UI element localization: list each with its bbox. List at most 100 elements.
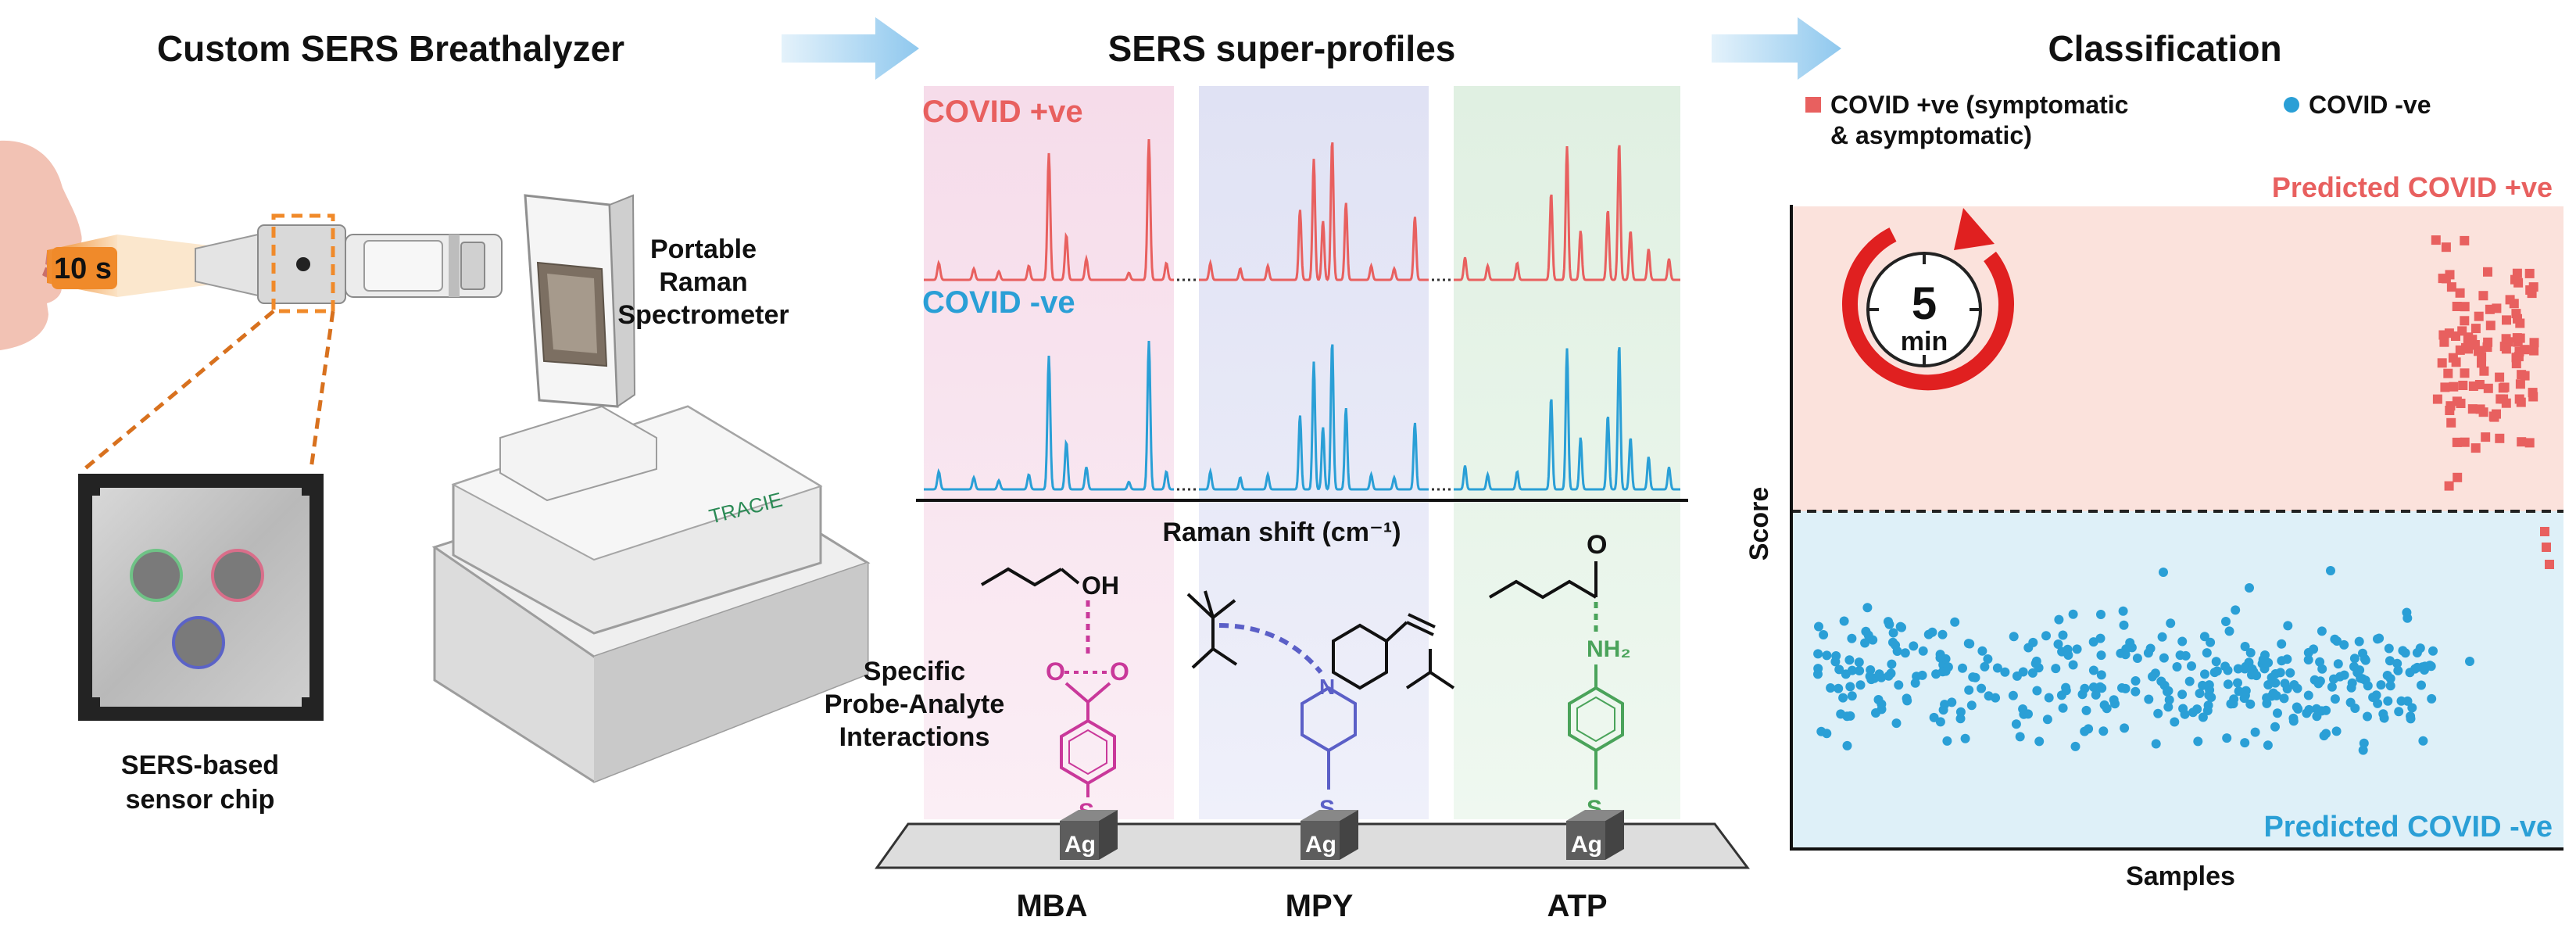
positive-point bbox=[2479, 366, 2489, 376]
negative-point bbox=[2091, 689, 2101, 700]
negative-point bbox=[1943, 662, 1953, 672]
negative-point bbox=[2396, 696, 2406, 706]
negative-point bbox=[2199, 632, 2209, 642]
negative-point bbox=[2327, 682, 2337, 692]
negative-point bbox=[1980, 661, 1990, 672]
negative-point bbox=[2273, 708, 2282, 718]
positive-point bbox=[2483, 383, 2493, 393]
negative-point bbox=[2096, 610, 2106, 619]
negative-point bbox=[2313, 679, 2324, 689]
negative-point bbox=[1966, 700, 1977, 711]
negative-point bbox=[2332, 636, 2342, 646]
negative-point bbox=[2151, 739, 2161, 749]
negative-point bbox=[1877, 699, 1887, 709]
negative-point bbox=[1902, 693, 1912, 704]
negative-point bbox=[2200, 669, 2209, 679]
hydroxyl-label: OH bbox=[1082, 571, 1119, 600]
negative-point bbox=[2384, 643, 2394, 654]
negative-point bbox=[1855, 680, 1866, 690]
positive-point bbox=[2461, 342, 2470, 353]
negative-point bbox=[1977, 646, 1987, 656]
positive-point bbox=[2481, 432, 2491, 442]
negative-point bbox=[2303, 690, 2313, 700]
positive-point bbox=[2443, 368, 2453, 378]
chip-label-line2: sensor chip bbox=[126, 785, 275, 815]
negative-point bbox=[2121, 644, 2131, 654]
negative-point bbox=[1977, 683, 1987, 693]
negative-point bbox=[1935, 653, 1945, 663]
negative-point bbox=[2349, 654, 2360, 664]
positive-point bbox=[2485, 321, 2496, 331]
positive-point bbox=[2458, 381, 2468, 390]
negative-point bbox=[1955, 714, 1966, 724]
negative-point bbox=[2099, 700, 2109, 710]
negative-point bbox=[2028, 637, 2038, 647]
negative-point bbox=[1854, 657, 1864, 668]
negative-point bbox=[1888, 628, 1898, 638]
negative-point bbox=[1909, 641, 1919, 651]
legend-negative-marker bbox=[2284, 97, 2299, 113]
negative-point bbox=[1937, 629, 1948, 639]
negative-point bbox=[2058, 703, 2068, 713]
negative-point bbox=[2312, 711, 2322, 722]
negative-point bbox=[2206, 637, 2216, 647]
positive-point bbox=[2439, 337, 2449, 347]
negative-point bbox=[1816, 726, 1826, 736]
negative-point bbox=[2282, 654, 2292, 664]
negative-point bbox=[2032, 686, 2042, 696]
negative-point bbox=[2097, 683, 2107, 693]
negative-point bbox=[2164, 695, 2174, 705]
positive-point bbox=[2467, 404, 2478, 414]
negative-point bbox=[2163, 702, 2174, 712]
negative-point bbox=[1847, 633, 1857, 643]
negative-point bbox=[2163, 686, 2172, 697]
predicted-positive-label: Predicted COVID +ve bbox=[2272, 171, 2553, 203]
raman-axis-label: Raman shift (cm⁻¹) bbox=[1162, 518, 1401, 547]
negative-point bbox=[2245, 583, 2254, 593]
positive-point bbox=[2529, 338, 2539, 348]
predicted-negative-label: Predicted COVID -ve bbox=[2263, 811, 2553, 844]
positive-point bbox=[2456, 399, 2466, 408]
negative-point bbox=[2319, 731, 2329, 741]
negative-point bbox=[1895, 621, 1905, 632]
negative-point bbox=[1894, 680, 1904, 690]
negative-point bbox=[2202, 648, 2212, 658]
negative-point bbox=[2018, 704, 2028, 714]
negative-point bbox=[2118, 606, 2128, 616]
negative-point bbox=[2304, 704, 2314, 715]
negative-point bbox=[1992, 663, 2002, 673]
negative-point bbox=[2195, 689, 2205, 698]
score-scatter bbox=[1813, 235, 2554, 755]
negative-point bbox=[2222, 733, 2232, 743]
positive-point bbox=[2460, 368, 2470, 378]
spectrometer-label-line2: Raman bbox=[659, 267, 747, 297]
positive-point bbox=[2467, 335, 2478, 345]
positive-point bbox=[2446, 282, 2456, 292]
negative-point bbox=[2223, 679, 2233, 689]
negative-point bbox=[2262, 693, 2272, 703]
positive-point bbox=[2517, 370, 2527, 380]
negative-point bbox=[1819, 630, 1829, 639]
negative-profile-label: COVID -ve bbox=[922, 285, 1075, 320]
negative-point bbox=[1892, 647, 1902, 656]
legend-positive-line2: & asymptomatic) bbox=[1830, 121, 2032, 149]
negative-point bbox=[2427, 693, 2437, 704]
positive-point bbox=[2509, 299, 2519, 309]
negative-point bbox=[1847, 665, 1857, 675]
flow-arrow-right-icon bbox=[782, 17, 919, 80]
negative-point bbox=[2166, 618, 2176, 629]
negative-point bbox=[2392, 658, 2402, 668]
negative-point bbox=[2150, 668, 2160, 679]
ag-cube-mpy: Ag bbox=[1301, 810, 1358, 860]
positive-point bbox=[2514, 346, 2524, 356]
positive-point bbox=[2502, 315, 2511, 325]
negative-point bbox=[2120, 683, 2131, 693]
positive-spectrum-segment bbox=[924, 138, 1174, 281]
negative-point bbox=[1970, 672, 1980, 682]
mba-band bbox=[924, 86, 1174, 819]
negative-point bbox=[1947, 697, 1957, 707]
negative-point bbox=[1863, 630, 1873, 640]
negative-point bbox=[1917, 670, 1927, 680]
negative-point bbox=[2156, 676, 2166, 686]
negative-point bbox=[2270, 722, 2280, 732]
